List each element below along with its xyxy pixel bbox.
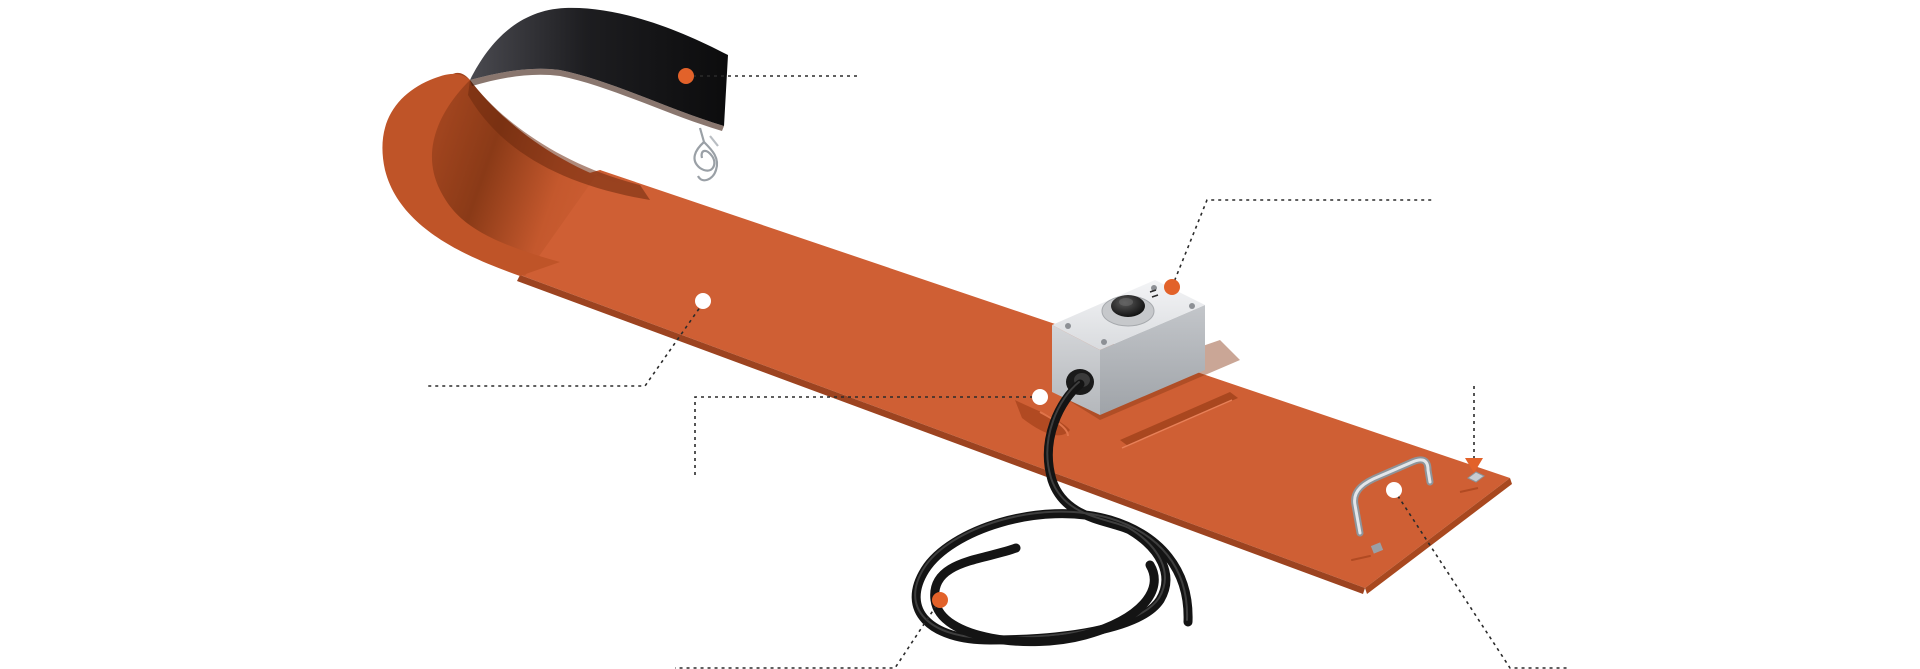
thermostat-control-box [1052,280,1240,420]
leader-cable-entry [694,396,1040,478]
leader-blanket [425,302,704,387]
blanket-flat-section [430,170,1510,588]
callout-marker-mounting-clip[interactable] [1465,458,1483,473]
callout-marker-control-box[interactable] [1164,279,1180,295]
blanket-curl-shadow [468,80,650,200]
control-box-side [1100,305,1205,415]
blanket-curl-outer [382,73,560,276]
leader-handle [1393,489,1568,669]
sensor-groove [1120,392,1238,446]
callout-marker-black-end[interactable] [678,68,694,84]
blanket-front-edge [517,275,1365,594]
callout-marker-power-cable[interactable] [932,592,948,608]
leader-lines [425,75,1568,669]
blanket-end-edge [1365,478,1512,594]
temperature-knob [1111,295,1145,317]
callout-marker-blanket[interactable] [695,293,711,309]
black-insulated-end [470,7,728,131]
callout-markers [678,68,1483,608]
leader-control-box [1171,199,1432,288]
silicone-blanket [382,72,1512,594]
callout-marker-cable-entry[interactable] [1032,389,1048,405]
callout-marker-handle[interactable] [1386,482,1402,498]
hanging-hook [693,127,719,182]
carry-handle [1351,456,1434,561]
leader-power-cable [675,599,941,669]
power-cable [911,379,1193,647]
mounting-clip [1459,471,1485,493]
